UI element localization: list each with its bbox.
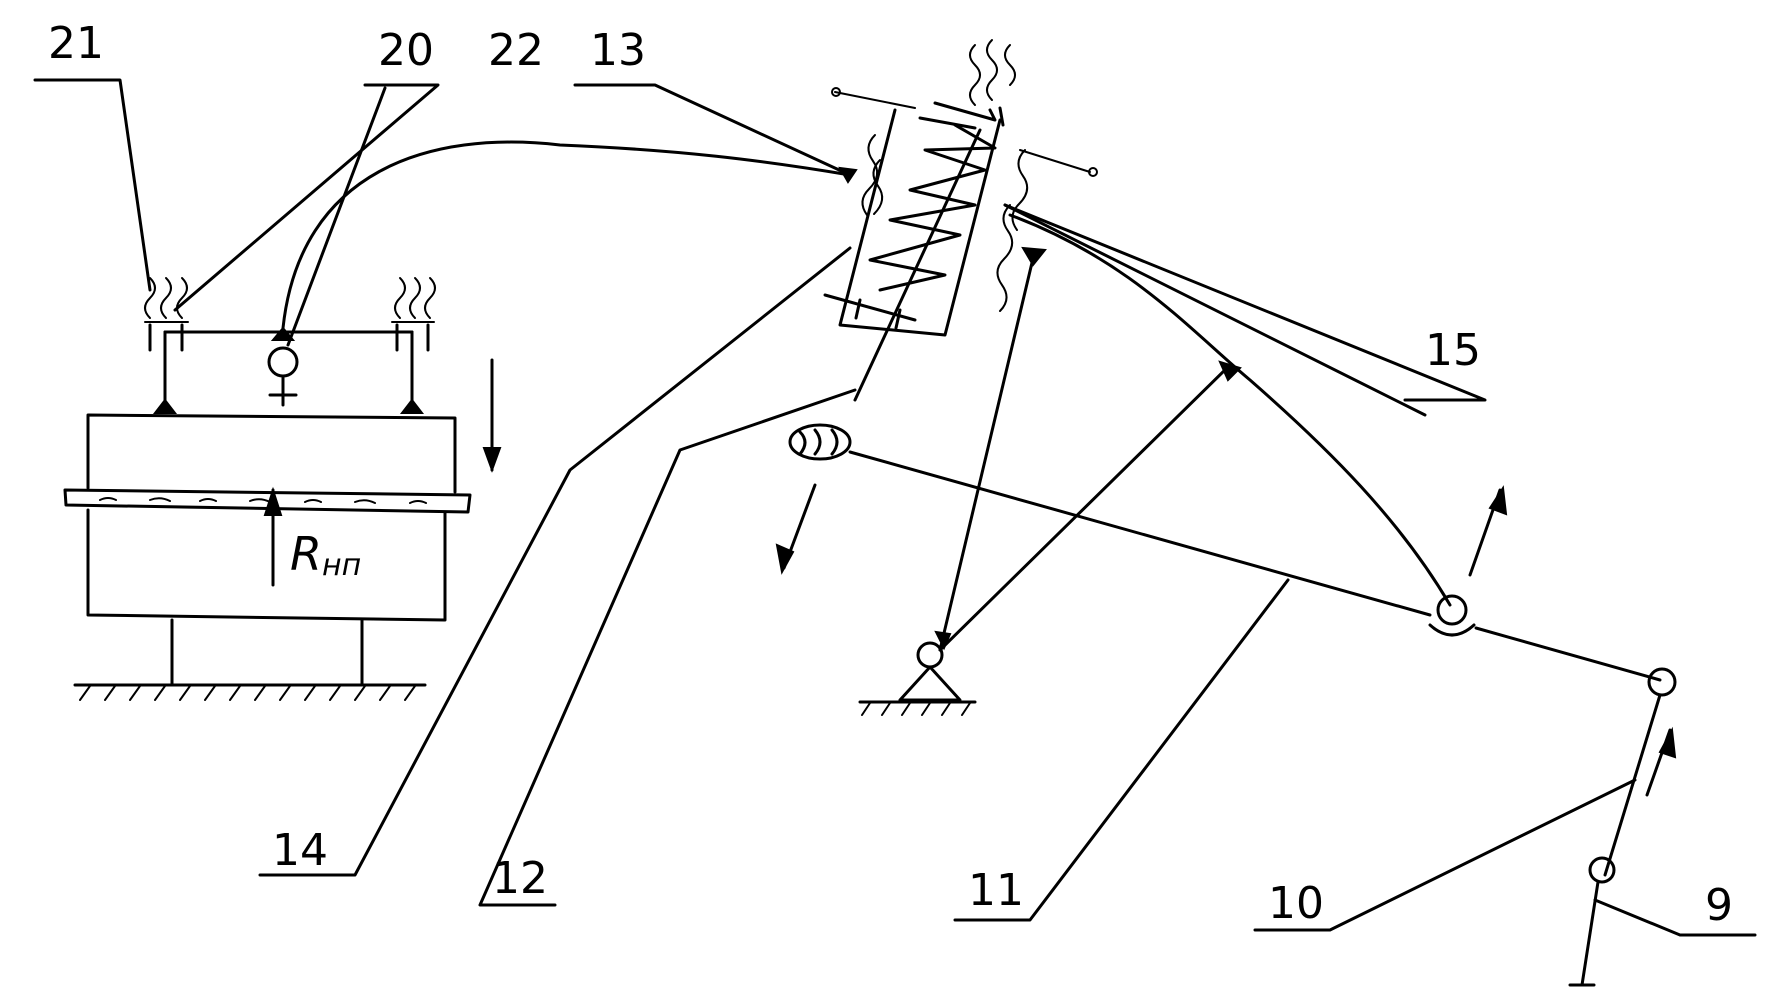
spring-cylinder bbox=[823, 39, 1098, 402]
steam-wisps bbox=[144, 277, 436, 319]
callout-10: 10 bbox=[1268, 878, 1324, 929]
press-pedestal bbox=[170, 618, 364, 687]
motion-arrows bbox=[775, 483, 1677, 797]
link-long bbox=[848, 450, 1432, 617]
callout-13: 13 bbox=[590, 25, 646, 76]
press-down-arrow bbox=[482, 358, 502, 473]
curved-lever bbox=[1008, 213, 1452, 607]
force-arrow bbox=[263, 486, 283, 587]
callout-21: 21 bbox=[48, 18, 104, 69]
fixed-pivot bbox=[858, 641, 977, 716]
roller-left bbox=[788, 423, 852, 461]
cable-13 bbox=[281, 140, 852, 330]
press-posts bbox=[144, 321, 435, 414]
joint-lower bbox=[1588, 856, 1616, 884]
link-to-9 bbox=[1474, 626, 1662, 682]
link-15 bbox=[1003, 203, 1427, 417]
sensor-22 bbox=[267, 326, 299, 407]
callout-11: 11 bbox=[968, 865, 1024, 916]
press-unit bbox=[63, 277, 502, 701]
callout-14: 14 bbox=[272, 825, 328, 876]
callouts: 21 20 22 13 15 14 12 11 10 9 bbox=[48, 18, 1733, 931]
callout-20: 20 bbox=[378, 25, 434, 76]
callout-15: 15 bbox=[1425, 325, 1481, 376]
joint-right bbox=[1647, 667, 1677, 697]
callout-22: 22 bbox=[488, 25, 544, 76]
force-label-sub: нп bbox=[322, 548, 361, 583]
callout-12: 12 bbox=[492, 853, 548, 904]
force-label: R нп bbox=[290, 527, 361, 583]
leader-lines bbox=[33, 78, 1757, 937]
upper-die bbox=[86, 413, 457, 494]
callout-9: 9 bbox=[1705, 880, 1733, 931]
linkage bbox=[775, 203, 1677, 987]
force-label-main: R bbox=[290, 527, 322, 581]
sheet-material bbox=[63, 488, 472, 514]
press-ground bbox=[73, 683, 427, 701]
lower-die bbox=[86, 508, 447, 622]
rod-9 bbox=[1603, 693, 1662, 877]
joint-main bbox=[1428, 594, 1476, 637]
